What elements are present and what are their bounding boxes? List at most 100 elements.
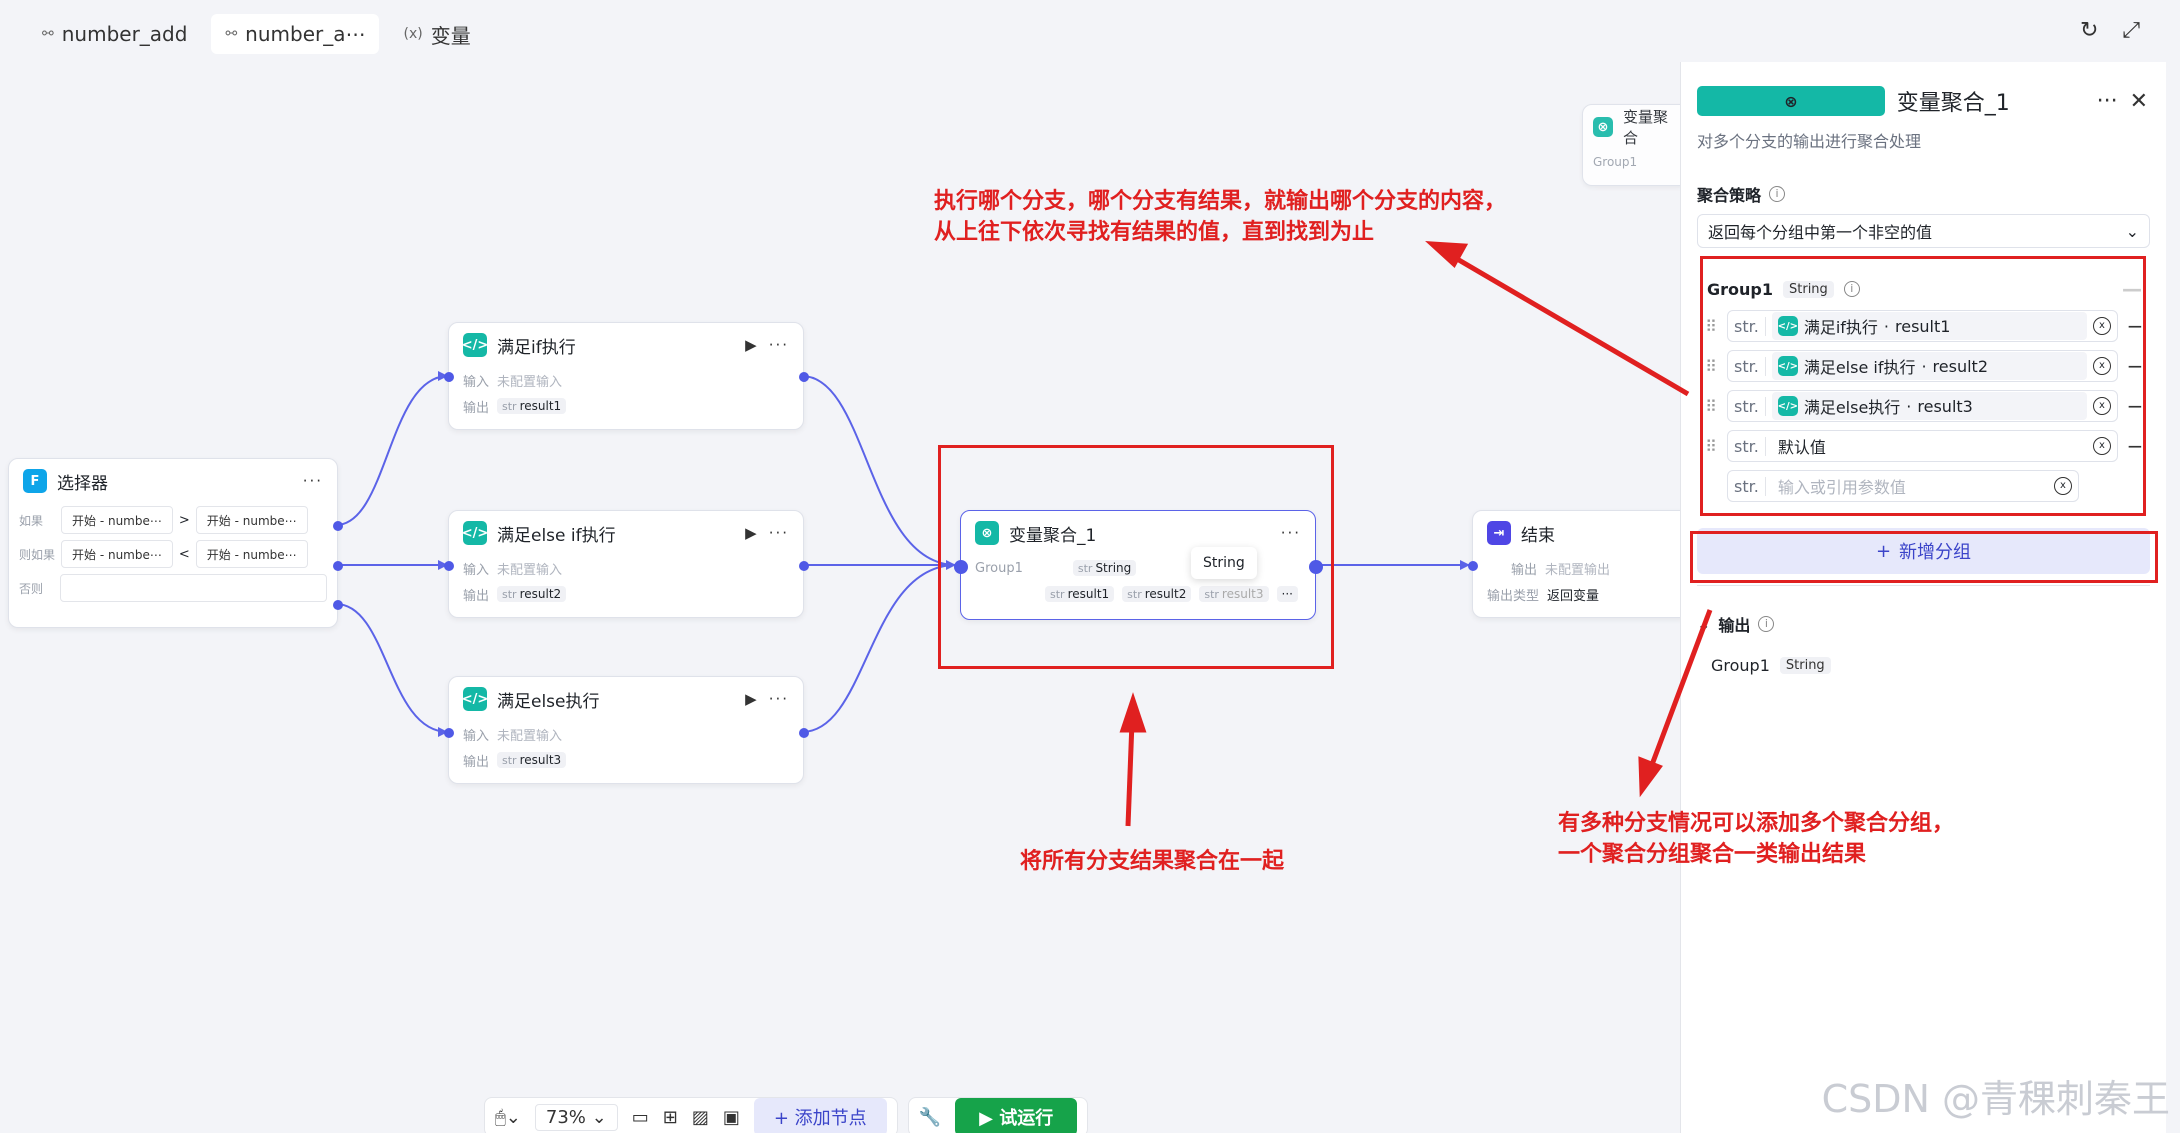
- drag-handle-icon[interactable]: ⠿: [1705, 316, 1717, 336]
- mouse-mode-icon[interactable]: 🖱⌄: [495, 1106, 521, 1128]
- variable-ref-icon[interactable]: x: [2093, 397, 2111, 415]
- collapse-icon[interactable]: —: [2122, 277, 2142, 301]
- port-elif[interactable]: [333, 561, 343, 571]
- in-port[interactable]: [444, 728, 454, 738]
- code-icon: </>: [462, 687, 488, 711]
- variable-ref-icon[interactable]: x: [2093, 317, 2111, 335]
- view-controls: 🖱⌄ 73% ⌄ ▭ ⊞ ▨ ▣ + 添加节点: [484, 1097, 898, 1133]
- more-icon[interactable]: ···: [768, 524, 789, 542]
- code-icon: </>: [1778, 356, 1798, 376]
- condition-elif: 则如果 开始 - numbe⋯<开始 - numbe⋯: [9, 537, 337, 571]
- condition-if: 如果 开始 - numbe⋯>开始 - numbe⋯: [9, 503, 337, 537]
- variable-icon: (x): [403, 26, 423, 42]
- more-icon[interactable]: ···: [302, 472, 323, 490]
- out-port[interactable]: [799, 561, 809, 571]
- close-icon[interactable]: ✕: [2129, 88, 2149, 114]
- ghost-aggregate-node[interactable]: ⊗变量聚合 Group1: [1582, 104, 1692, 186]
- highlight-group-editor: [1700, 256, 2146, 516]
- aggregate-icon: ⊗: [1593, 117, 1613, 137]
- top-right-actions: ↻ ⤢: [2080, 18, 2140, 43]
- remove-icon[interactable]: −: [2126, 394, 2144, 418]
- layout-icon[interactable]: ⊞: [662, 1106, 678, 1128]
- info-icon[interactable]: i: [1758, 616, 1775, 632]
- watermark: CSDN @青稞刺秦王: [1821, 1077, 2170, 1121]
- tab-bar: ⚯number_add ⚯number_a⋯ (x)变量: [28, 14, 485, 54]
- out-port[interactable]: [1309, 560, 1323, 574]
- variable-ref-icon[interactable]: x: [2093, 437, 2111, 455]
- port-if[interactable]: [333, 521, 343, 531]
- connection-lines: [335, 371, 1470, 737]
- wrench-icon[interactable]: 🔧: [918, 1106, 942, 1128]
- tab-number-add[interactable]: ⚯number_add: [42, 22, 188, 46]
- in-port[interactable]: [954, 560, 968, 574]
- out-port[interactable]: [799, 728, 809, 738]
- out-port[interactable]: [799, 372, 809, 382]
- tab-variables[interactable]: (x)变量: [403, 23, 471, 48]
- aggregate-icon: ⊗: [975, 521, 999, 545]
- remove-icon[interactable]: −: [2126, 314, 2144, 338]
- flow-icon: ⚯: [42, 26, 54, 42]
- drag-handle-icon[interactable]: ⠿: [1705, 356, 1717, 376]
- else-box[interactable]: [60, 574, 327, 602]
- highlight-add-group: [1690, 531, 2158, 583]
- add-node-button[interactable]: + 添加节点: [753, 1098, 887, 1133]
- exit-icon: ⇥: [1487, 521, 1511, 545]
- comment-icon[interactable]: ▭: [631, 1106, 649, 1128]
- drag-handle-icon[interactable]: ⠿: [1705, 396, 1717, 416]
- more-icon[interactable]: ···: [768, 336, 789, 354]
- run-node-icon[interactable]: ▶: [745, 690, 759, 708]
- minimap-icon[interactable]: ▣: [722, 1106, 740, 1128]
- variable-ref-icon[interactable]: x: [2054, 477, 2072, 495]
- highlight-aggregate-node: [938, 445, 1334, 669]
- run-controls: 🔧 ▶ 试运行: [907, 1097, 1089, 1133]
- in-port[interactable]: [1468, 561, 1478, 571]
- add-group-button[interactable]: +新增分组: [1697, 528, 2150, 574]
- drag-handle-icon[interactable]: ⠿: [1705, 436, 1717, 456]
- remove-icon[interactable]: −: [2126, 434, 2144, 458]
- expand-icon[interactable]: ⤢: [2122, 18, 2140, 43]
- more-icon[interactable]: ···: [768, 690, 789, 708]
- remove-icon[interactable]: −: [2126, 354, 2144, 378]
- annotation-top: 执行哪个分支，哪个分支有结果，就输出哪个分支的内容， 从上往下依次寻找有结果的值…: [934, 189, 1507, 245]
- refresh-icon[interactable]: ↻: [2079, 18, 2099, 43]
- run-node-icon[interactable]: ▶: [745, 336, 759, 354]
- chevron-down-icon: ⌄: [2125, 221, 2139, 241]
- more-icon[interactable]: ···: [2096, 88, 2118, 114]
- in-port[interactable]: [444, 372, 454, 382]
- bottom-toolbar: 🖱⌄ 73% ⌄ ▭ ⊞ ▨ ▣ + 添加节点 🔧 ▶ 试运行: [484, 1097, 1089, 1133]
- selector-icon: F: [23, 469, 47, 493]
- image-icon[interactable]: ▨: [691, 1106, 709, 1128]
- test-run-button[interactable]: ▶ 试运行: [955, 1098, 1078, 1133]
- info-icon[interactable]: i: [1843, 281, 1860, 297]
- run-node-icon[interactable]: ▶: [745, 524, 759, 542]
- tooltip: String: [1191, 547, 1257, 579]
- edge-else-aggregate: [801, 564, 957, 733]
- port-else[interactable]: [333, 600, 343, 610]
- annotation-right: 有多种分支情况可以添加多个聚合分组， 一个聚合分组聚合一类输出结果: [1558, 811, 1955, 867]
- info-icon[interactable]: i: [1769, 186, 1786, 202]
- more-icon[interactable]: ···: [1280, 524, 1301, 542]
- more-icon[interactable]: ···: [1276, 586, 1298, 602]
- tab-number-a-active[interactable]: ⚯number_a⋯: [211, 14, 380, 54]
- node-end[interactable]: ⇥结束 输出未配置输出 输出类型返回变量: [1468, 510, 1692, 618]
- in-port[interactable]: [444, 561, 454, 571]
- edge-selector-else: [335, 603, 449, 733]
- code-icon: </>: [1778, 396, 1798, 416]
- variable-ref-icon[interactable]: x: [2093, 357, 2111, 375]
- strategy-select[interactable]: 返回每个分组中第一个非空的值⌄: [1697, 214, 2150, 248]
- zoom-select[interactable]: 73% ⌄: [534, 1103, 618, 1131]
